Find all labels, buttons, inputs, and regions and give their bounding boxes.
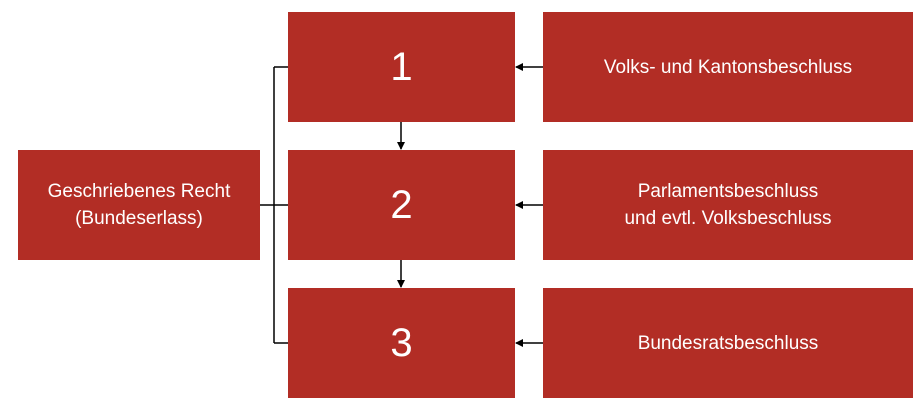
level-number-3: 3: [390, 320, 413, 365]
decision-box-3: Bundesratsbeschluss: [543, 288, 913, 398]
source-line-2: (Bundeserlass): [75, 208, 203, 229]
level-number-1: 1: [390, 44, 413, 89]
source-box: Geschriebenes Recht (Bundeserlass): [18, 150, 260, 260]
level-box-2: 2: [288, 150, 515, 260]
level-number-2: 2: [390, 182, 413, 227]
level-box-1: 1: [288, 12, 515, 122]
decision-box-1: Volks- und Kantonsbeschluss: [543, 12, 913, 122]
decision-3-line-1: Bundesratsbeschluss: [637, 332, 819, 354]
decision-2-line-1: Parlamentsbeschluss: [637, 181, 819, 202]
decision-box-2: Parlamentsbeschluss und evtl. Volksbesch…: [543, 150, 913, 260]
decision-1-line-1: Volks- und Kantonsbeschluss: [603, 56, 853, 78]
level-box-3: 3: [288, 288, 515, 398]
decision-2-line-2: und evtl. Volksbeschluss: [624, 208, 832, 229]
source-line-1: Geschriebenes Recht: [47, 181, 231, 202]
